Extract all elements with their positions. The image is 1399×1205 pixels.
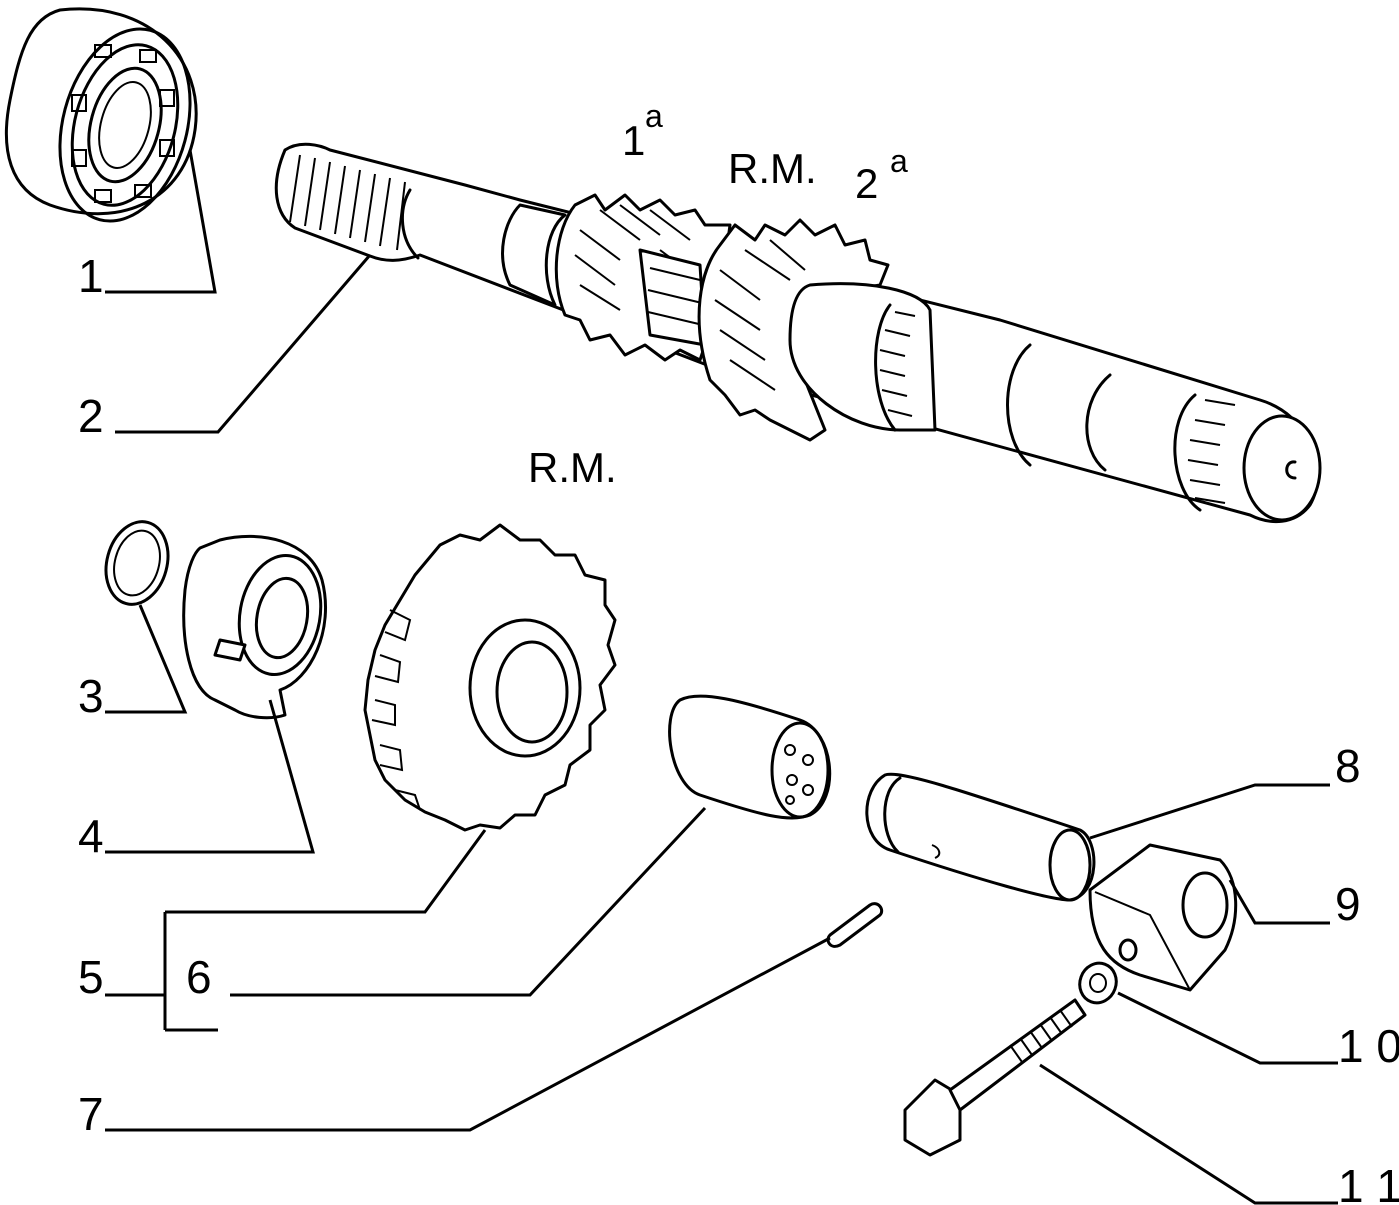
part-7-pin (826, 902, 884, 948)
callout-6: 6 (186, 951, 212, 1003)
leader-8 (1089, 783, 1330, 840)
callout-2: 2 (78, 390, 104, 442)
part-3-ring (104, 520, 170, 606)
callout-4: 4 (78, 810, 104, 862)
leader-9 (1228, 879, 1330, 925)
leader-lines (105, 149, 1338, 1205)
callout-7: 7 (78, 1088, 104, 1140)
gear-label-reverse-bottom: R.M. (528, 444, 617, 491)
leader-4 (105, 699, 315, 854)
part-6-roller-cage (668, 694, 832, 820)
leader-10 (1117, 991, 1338, 1065)
callout-1: 1 (78, 250, 104, 302)
callout-11: 1 1 (1338, 1160, 1399, 1205)
callout-10: 1 0 (1338, 1020, 1399, 1072)
part-9-bracket (1088, 843, 1238, 992)
gear-label-reverse-top: R.M. (728, 145, 817, 192)
callout-8: 8 (1335, 740, 1361, 792)
leader-7 (105, 936, 831, 1132)
part-8-shaft (865, 772, 1096, 902)
gear-label-first-sup: a (645, 98, 663, 134)
leader-2 (115, 254, 372, 434)
callout-5: 5 (78, 951, 104, 1003)
gear-label-first: 1 (622, 117, 645, 164)
leader-1 (105, 149, 217, 294)
leader-5 (105, 829, 487, 1032)
leader-3 (105, 604, 188, 714)
gear-label-second: 2 (855, 160, 878, 207)
gear-label-second-sup: a (890, 143, 908, 179)
callout-9: 9 (1335, 878, 1361, 930)
part-5-reverse-gear (363, 523, 617, 832)
leader-11 (1039, 1063, 1338, 1205)
part-4-synchronizer (182, 534, 327, 720)
part-11-bolt (903, 998, 1087, 1157)
callout-3: 3 (78, 670, 104, 722)
leader-6 (230, 806, 707, 997)
part-1-bearing (4, 7, 198, 223)
part-2-main-shaft (274, 142, 1322, 524)
part-10-washer (1078, 961, 1118, 1005)
